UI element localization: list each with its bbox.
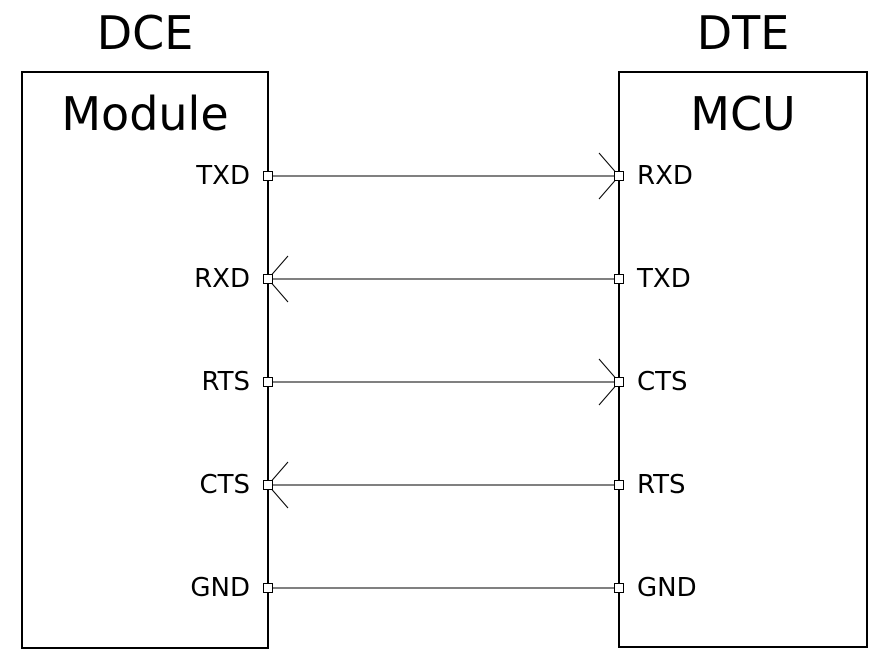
right-device-name: MCU [690, 87, 796, 141]
pin-label-right-rxd: RXD [637, 161, 693, 191]
pin-terminal-right-rxd [614, 171, 624, 181]
pin-terminal-right-gnd [614, 583, 624, 593]
right-device-role-title: DTE [696, 6, 790, 60]
pin-label-right-txd: TXD [637, 264, 691, 294]
pin-terminal-left-cts [263, 480, 273, 490]
left-device-name: Module [61, 87, 229, 141]
pin-terminal-left-txd [263, 171, 273, 181]
pin-label-left-txd: TXD [196, 161, 250, 191]
pin-terminal-right-rts [614, 480, 624, 490]
pin-label-left-rxd: RXD [194, 264, 250, 294]
left-device-box [21, 71, 269, 649]
pin-terminal-left-gnd [263, 583, 273, 593]
right-device-box [618, 71, 868, 648]
pin-label-right-rts: RTS [637, 470, 686, 500]
pin-label-left-cts: CTS [199, 470, 250, 500]
pin-terminal-right-cts [614, 377, 624, 387]
left-device-role-title: DCE [96, 6, 194, 60]
pin-label-right-cts: CTS [637, 367, 688, 397]
pin-label-left-gnd: GND [190, 573, 250, 603]
pin-terminal-left-rts [263, 377, 273, 387]
pin-label-left-rts: RTS [201, 367, 250, 397]
pin-terminal-right-txd [614, 274, 624, 284]
pin-label-right-gnd: GND [637, 573, 697, 603]
pin-terminal-left-rxd [263, 274, 273, 284]
